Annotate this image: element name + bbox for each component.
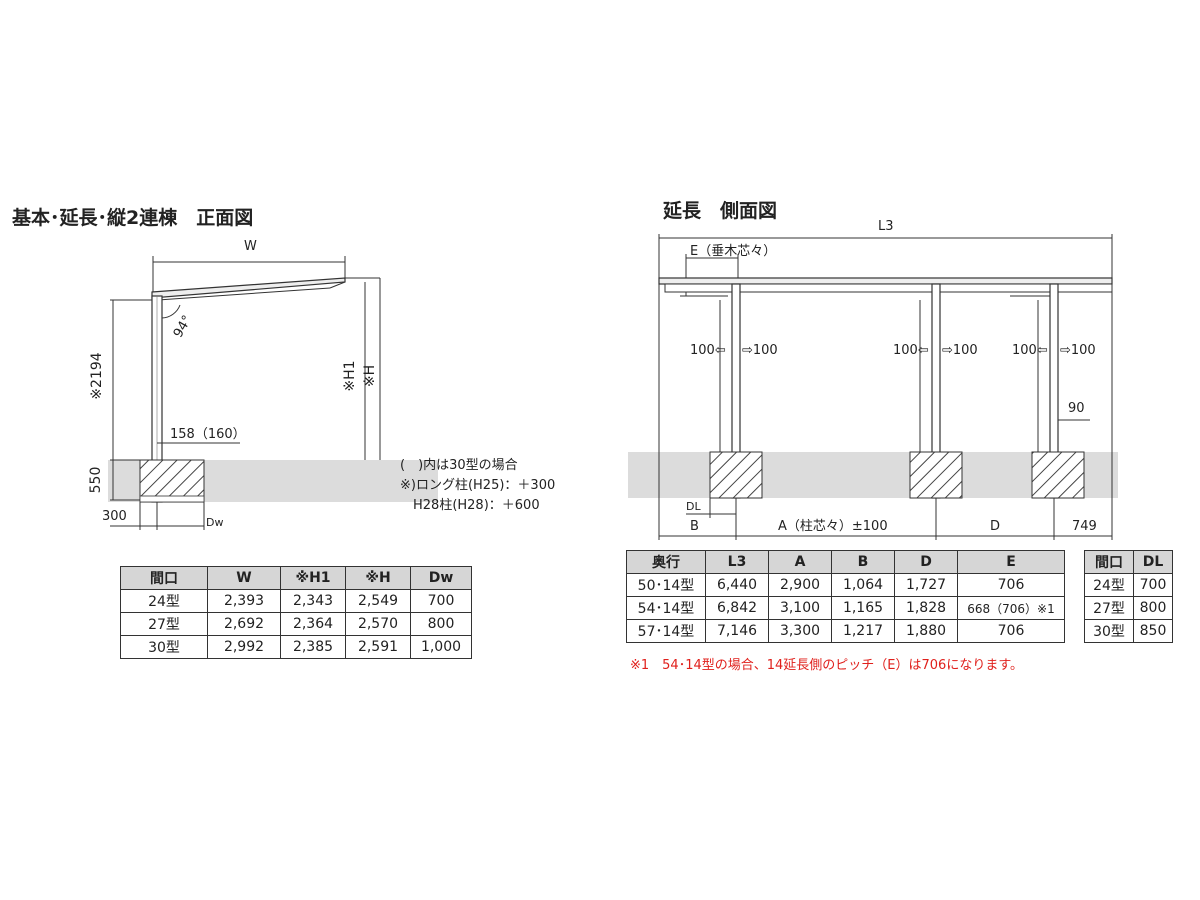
table-row: 27型 2,692 2,364 2,570 800 — [120, 612, 472, 636]
table-header: 間口 — [120, 566, 208, 590]
table-cell: 6,842 — [705, 596, 769, 620]
pitch-100-left-2: 100⇦ — [893, 343, 929, 358]
table-row: 30型 2,992 2,385 2,591 1,000 — [120, 635, 472, 659]
table-cell: 3,300 — [768, 619, 832, 643]
note-long-post: ※)ロング柱(H25)：＋300 — [400, 478, 556, 493]
table-header: E — [957, 550, 1065, 574]
table-cell: 30型 — [1084, 619, 1134, 643]
table-row: 50･14型 6,440 2,900 1,064 1,727 706 — [626, 573, 1065, 597]
note-h28-post: H28柱(H28)：＋600 — [400, 498, 540, 513]
front-spec-table: 間口 W ※H1 ※H Dw 24型 2,393 2,343 2,549 700… — [120, 566, 472, 659]
table-cell: 57･14型 — [626, 619, 706, 643]
table-cell: 706 — [957, 573, 1065, 597]
pitch-100-right-3: ⇨100 — [1060, 343, 1096, 358]
dim-w-label: W — [244, 239, 257, 254]
table-cell: 2,364 — [280, 612, 346, 636]
table-header: B — [831, 550, 895, 574]
table-header: W — [207, 566, 281, 590]
footnote-54-14: ※1 54･14型の場合、14延長側のピッチ（E）は706になります。 — [630, 658, 1024, 673]
dim-d-label: D — [990, 519, 1001, 534]
table-row: 27型 800 — [1084, 596, 1173, 620]
dw-label: Dw — [206, 516, 224, 529]
table-header-row: 間口 DL — [1084, 550, 1173, 574]
side-view-title: 延長 側面図 — [663, 200, 778, 222]
dim-b-label: B — [690, 519, 699, 534]
table-cell: 1,000 — [410, 635, 472, 659]
table-header: ※H1 — [280, 566, 346, 590]
dim-749-label: 749 — [1072, 519, 1097, 534]
table-cell: 850 — [1133, 619, 1173, 643]
table-cell: 2,692 — [207, 612, 281, 636]
table-cell: 1,064 — [831, 573, 895, 597]
table-cell: 2,549 — [345, 589, 411, 613]
table-cell: 1,828 — [894, 596, 958, 620]
table-cell: 30型 — [120, 635, 208, 659]
dl-spec-table: 間口 DL 24型 700 27型 800 30型 850 — [1084, 550, 1173, 643]
table-cell: 27型 — [120, 612, 208, 636]
table-cell: 800 — [410, 612, 472, 636]
table-cell: 54･14型 — [626, 596, 706, 620]
table-row: 57･14型 7,146 3,300 1,217 1,880 706 — [626, 619, 1065, 643]
table-cell: 50･14型 — [626, 573, 706, 597]
table-header: L3 — [705, 550, 769, 574]
table-cell: 706 — [957, 619, 1065, 643]
table-cell: 1,727 — [894, 573, 958, 597]
table-header: D — [894, 550, 958, 574]
table-cell: 1,165 — [831, 596, 895, 620]
pitch-100-left-1: 100⇦ — [690, 343, 726, 358]
pitch-100-right-2: ⇨100 — [942, 343, 978, 358]
base-width-label: 300 — [102, 509, 127, 524]
table-cell: 800 — [1133, 596, 1173, 620]
table-header: DL — [1133, 550, 1173, 574]
table-cell: 2,570 — [345, 612, 411, 636]
table-header-row: 奥行 L3 A B D E — [626, 550, 1065, 574]
table-row: 54･14型 6,842 3,100 1,165 1,828 668（706）※… — [626, 596, 1065, 620]
dim-e-label: E（垂木芯々） — [690, 244, 777, 259]
table-cell: 2,393 — [207, 589, 281, 613]
offset-label: 158（160） — [170, 427, 246, 442]
table-cell: 7,146 — [705, 619, 769, 643]
dim-90-label: 90 — [1068, 401, 1085, 416]
dim-a-label: A（柱芯々）±100 — [778, 519, 888, 534]
table-header: A — [768, 550, 832, 574]
front-view-title: 基本･延長･縦2連棟 正面図 — [12, 207, 254, 229]
table-cell: 2,385 — [280, 635, 346, 659]
table-cell: 1,880 — [894, 619, 958, 643]
dim-l3-label: L3 — [878, 219, 894, 234]
table-cell: 1,217 — [831, 619, 895, 643]
table-cell: 6,440 — [705, 573, 769, 597]
table-cell: 24型 — [1084, 573, 1134, 597]
table-cell: 2,591 — [345, 635, 411, 659]
note-30type: ( )内は30型の場合 — [400, 458, 518, 473]
table-cell: 2,992 — [207, 635, 281, 659]
table-cell: 2,900 — [768, 573, 832, 597]
pitch-100-right-1: ⇨100 — [742, 343, 778, 358]
table-cell: 700 — [1133, 573, 1173, 597]
table-header: 奥行 — [626, 550, 706, 574]
dim-dl-label: DL — [686, 500, 701, 513]
table-header: 間口 — [1084, 550, 1134, 574]
table-row: 30型 850 — [1084, 619, 1173, 643]
table-header: Dw — [410, 566, 472, 590]
pitch-100-left-3: 100⇦ — [1012, 343, 1048, 358]
table-cell: 27型 — [1084, 596, 1134, 620]
table-cell: 3,100 — [768, 596, 832, 620]
table-row: 24型 700 — [1084, 573, 1173, 597]
table-header-row: 間口 W ※H1 ※H Dw — [120, 566, 472, 590]
table-cell: 668（706）※1 — [957, 596, 1065, 620]
side-spec-table: 奥行 L3 A B D E 50･14型 6,440 2,900 1,064 1… — [626, 550, 1065, 643]
